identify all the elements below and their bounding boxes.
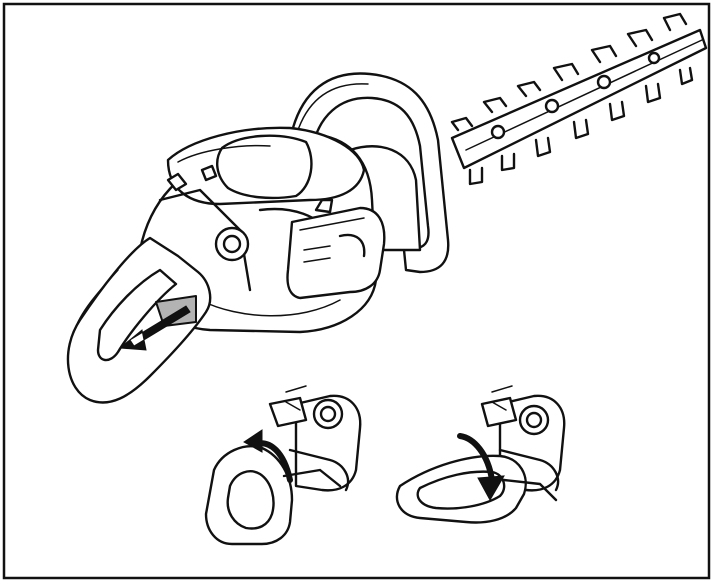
rotate-down-arrow-icon	[477, 475, 505, 502]
hedge-trimmer-illustration	[66, 12, 708, 404]
handle-rotate-up-view	[204, 385, 362, 546]
trimmer-body	[138, 126, 422, 334]
front-loop-handle	[288, 72, 450, 274]
rotate-up-arrow-icon	[243, 429, 263, 453]
handle-rotate-down-view	[395, 385, 566, 524]
pull-arrow-icon	[118, 305, 191, 351]
rear-handle	[66, 236, 212, 404]
cutter-blade	[450, 12, 708, 186]
